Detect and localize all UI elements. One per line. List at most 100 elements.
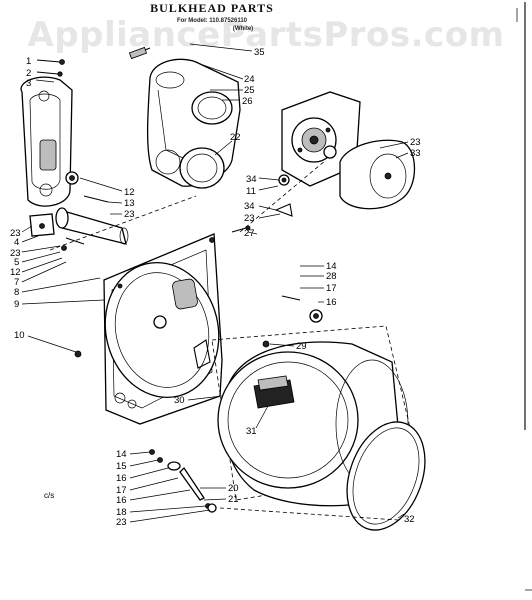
callout-15: 15 — [116, 461, 127, 472]
callout-13: 13 — [124, 198, 135, 209]
clip-34 — [274, 203, 293, 217]
dashed-guide-blower — [239, 159, 327, 233]
callout-33: 33 — [410, 148, 421, 159]
leader-24 — [199, 63, 244, 80]
leader-15 — [129, 459, 159, 467]
front-bulkhead-panel — [103, 233, 223, 425]
callout-12-upper: 12 — [124, 187, 135, 198]
callout-14-right: 14 — [326, 261, 337, 272]
leader-32 — [397, 513, 405, 519]
model-subtitle: For Model: 110.87526110 — [177, 18, 248, 24]
callout-7: 7 — [14, 277, 19, 288]
callout-35: 35 — [254, 47, 265, 58]
leader-35 — [189, 43, 253, 52]
screw-1 — [36, 59, 65, 65]
callout-23-mid: 23 — [244, 213, 255, 224]
callout-23-top: 23 — [410, 137, 421, 148]
felt-seal-ring-lower — [179, 147, 225, 189]
callout-18: 18 — [116, 507, 127, 518]
leader-23-mid — [258, 213, 281, 219]
leader-4 — [21, 235, 39, 243]
leader-29 — [269, 343, 295, 347]
dashed-guide-left — [49, 195, 197, 251]
drum-seal-ring — [346, 421, 426, 531]
callout-9: 9 — [14, 299, 19, 310]
callout-25: 25 — [244, 85, 255, 96]
nut-34 — [278, 174, 290, 186]
callout-12-lower: 12 — [10, 267, 21, 278]
heater-tube — [55, 207, 129, 245]
callout-17-bottom: 17 — [116, 485, 127, 496]
leader-17-bottom — [129, 477, 179, 491]
bracket-parts-left — [29, 213, 85, 251]
leader-30 — [187, 395, 223, 401]
felt-seal-ring-upper — [191, 91, 233, 125]
leader-5 — [21, 251, 61, 263]
callout-3: 3 — [26, 78, 31, 89]
leader-23-bottom — [129, 509, 211, 523]
callout-4: 4 — [14, 237, 19, 248]
callout-16-bottom: 16 — [116, 473, 127, 484]
callout-14-bottom: 14 — [116, 449, 127, 460]
leader-9 — [21, 299, 105, 305]
callout-26: 26 — [242, 96, 253, 107]
leader-23-l2 — [21, 245, 61, 253]
callout-2: 2 — [26, 68, 31, 79]
diagram-title: BULKHEAD PARTS — [150, 1, 274, 15]
leader-16-bottom2 — [129, 489, 191, 501]
leader-31 — [255, 405, 269, 429]
callout-24: 24 — [244, 74, 255, 85]
leader-34-lower — [258, 205, 277, 211]
callout-27: 27 — [244, 228, 255, 239]
callout-30: 30 — [174, 395, 185, 406]
leader-27 — [247, 231, 258, 235]
blower-cover — [339, 139, 415, 210]
callout-23-l2: 23 — [10, 248, 21, 259]
screw-27 — [231, 225, 251, 233]
corner-note: c/s — [44, 491, 54, 500]
leader-21 — [203, 498, 227, 501]
callout-34-lower: 34 — [244, 201, 255, 212]
callout-21: 21 — [228, 494, 239, 505]
leader-10 — [27, 335, 77, 353]
leader-16-bottom — [129, 467, 169, 479]
leader-13 — [107, 201, 123, 204]
leader-23-l1 — [21, 225, 33, 233]
screw-35 — [128, 46, 151, 60]
callout-16-bottom2: 16 — [116, 495, 127, 506]
callout-16-right: 16 — [326, 297, 337, 308]
thermostat-12 — [65, 171, 79, 185]
screw-13 — [83, 195, 109, 203]
callout-23-bottom: 23 — [116, 517, 127, 528]
callout-labels: 1 2 3 35 24 25 26 22 23 33 34 11 12 13 2… — [10, 47, 421, 528]
leader-14-bottom — [129, 451, 151, 455]
leader-33 — [395, 152, 409, 159]
model-color-note: (White) — [233, 26, 253, 32]
callout-32: 32 — [404, 514, 415, 525]
callout-10: 10 — [14, 330, 25, 341]
leader-12-lower — [21, 257, 63, 273]
callout-5: 5 — [14, 257, 19, 268]
callout-20: 20 — [228, 483, 239, 494]
callout-31: 31 — [246, 426, 257, 437]
dashed-guide-bottom — [219, 507, 399, 521]
callout-28: 28 — [326, 271, 337, 282]
callout-11: 11 — [246, 186, 256, 197]
callout-8: 8 — [14, 287, 19, 298]
leader-22 — [214, 140, 233, 156]
callout-34-upper: 34 — [246, 174, 257, 185]
callout-22: 22 — [230, 132, 241, 143]
roller-hardware-right — [281, 295, 323, 323]
leader-34-upper — [258, 177, 280, 181]
grommet-part — [323, 145, 337, 159]
callout-17-right: 17 — [326, 283, 337, 294]
leader-3 — [35, 79, 55, 83]
leader-11 — [258, 185, 279, 191]
leader-8 — [21, 277, 101, 293]
leader-12-upper — [79, 177, 123, 192]
callout-1: 1 — [26, 56, 31, 67]
callout-23-left-upper: 23 — [124, 209, 135, 220]
screw-2 — [36, 71, 63, 77]
roller-hardware-bottom — [149, 449, 217, 513]
